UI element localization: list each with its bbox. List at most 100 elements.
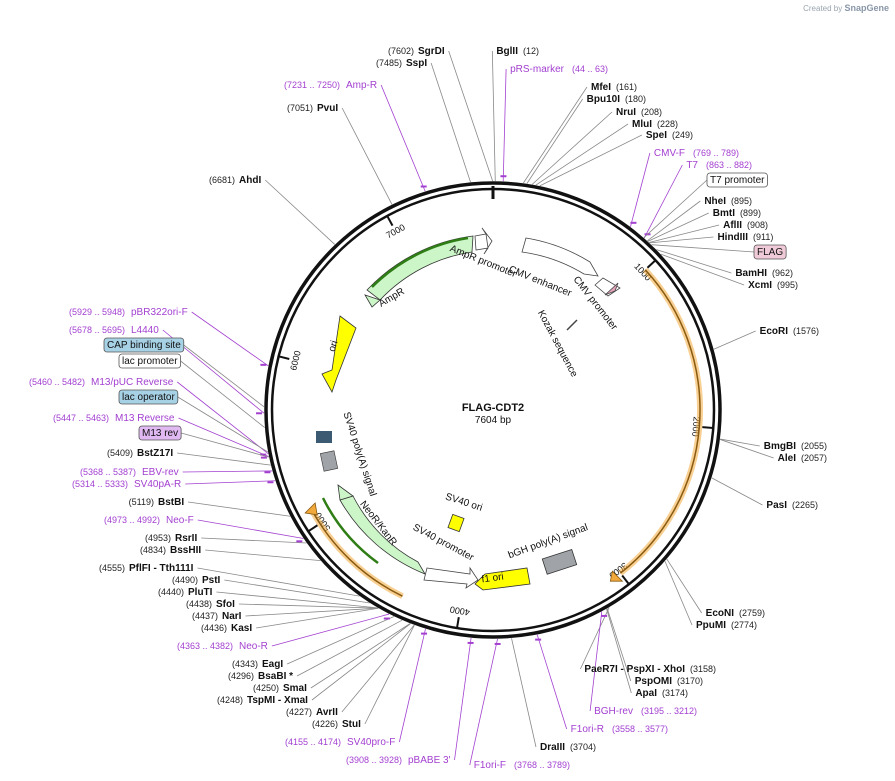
enzyme-bpu10i[interactable]: (180)Bpu10I [587, 94, 646, 105]
enzyme-bstbi[interactable]: (5119)BstBI [129, 497, 185, 508]
enzyme-paer7i-pspxi-xhoi[interactable]: (3158)PaeR7I - PspXI - XhoI [584, 664, 716, 675]
primer-name: SV40pro-F [347, 737, 395, 748]
enzyme-pluti[interactable]: (4440)PluTI [158, 587, 213, 598]
enzyme-position: (4227) [286, 707, 312, 717]
feature-tag-lac-operator[interactable]: lac operator [118, 389, 179, 405]
primer-sv40pro-f[interactable]: (4155 .. 4174)SV40pro-F [285, 737, 395, 748]
enzyme-name: BstZ17I [137, 448, 173, 459]
enzyme-sfoi[interactable]: (4438)SfoI [186, 599, 235, 610]
ampr-promoter-arrow[interactable] [474, 227, 493, 255]
enzyme-xcmi[interactable]: (995)XcmI [748, 280, 798, 291]
enzyme-name: PpuMI [696, 620, 726, 631]
neor-feature[interactable] [321, 484, 426, 575]
enzyme-aflii[interactable]: (908)AflII [723, 220, 768, 231]
primer-sv40pa-r[interactable]: (5314 .. 5333)SV40pA-R [72, 479, 181, 490]
enzyme-kasi[interactable]: (4436)KasI [201, 623, 252, 634]
enzyme-nari[interactable]: (4437)NarI [192, 611, 242, 622]
primer-leader [536, 634, 568, 730]
enzyme-bamhi[interactable]: (962)BamHI [735, 268, 793, 279]
enzyme-name: AflII [723, 220, 742, 231]
enzyme-bsabi[interactable]: (4296)BsaBI * [228, 671, 293, 682]
feature-tag-label: lac promoter [122, 356, 178, 367]
enzyme-pspomi[interactable]: (3170)PspOMI [635, 676, 703, 687]
primer-pbr322ori-f[interactable]: (5929 .. 5948)pBR322ori-F [69, 307, 188, 318]
enzyme-stui[interactable]: (4226)StuI [312, 719, 361, 730]
primer-cmv-f[interactable]: (769 .. 789)CMV-F [654, 148, 739, 159]
enzyme-nhei[interactable]: (895)NheI [704, 196, 752, 207]
feature-tag-flag[interactable]: FLAG [753, 244, 787, 260]
sv40-promoter-arrow[interactable] [423, 566, 479, 589]
primer-m13-reverse[interactable]: (5447 .. 5463)M13 Reverse [53, 413, 175, 424]
ampr-feature[interactable] [364, 235, 474, 308]
enzyme-eagi[interactable]: (4343)EagI [232, 659, 283, 670]
enzyme-draiii[interactable]: (3704)DraIII [540, 742, 596, 753]
enzyme-ecori[interactable]: (1576)EcoRI [760, 326, 819, 337]
enzyme-bstz17i[interactable]: (5409)BstZ17I [107, 448, 173, 459]
enzyme-pasi[interactable]: (2265)PasI [766, 500, 818, 511]
kozak-mark[interactable] [566, 319, 578, 331]
enzyme-bmti[interactable]: (899)BmtI [713, 208, 761, 219]
primer-m13-puc-reverse[interactable]: (5460 .. 5482)M13/pUC Reverse [29, 377, 174, 388]
enzyme-pflfi-tth111i[interactable]: (4555)PflFI - Tth111I [99, 563, 194, 574]
primer-f1ori-r[interactable]: (3558 .. 3577)F1ori-R [571, 724, 668, 735]
enzyme-mlui[interactable]: (228)MluI [632, 119, 678, 130]
enzyme-rsrii[interactable]: (4953)RsrII [145, 533, 197, 544]
enzyme-bsshii[interactable]: (4834)BssHII [140, 545, 201, 556]
primer-bgh-rev[interactable]: (3195 .. 3212)BGH-rev [594, 706, 697, 717]
flag-tag-mark[interactable] [604, 282, 619, 296]
enzyme-position: (4248) [217, 695, 243, 705]
feature-tag-cap-binding-site[interactable]: CAP binding site [103, 337, 185, 353]
enzyme-name: PaeR7I - PspXI - XhoI [584, 664, 685, 675]
f1-ori-arrow[interactable] [474, 567, 531, 591]
enzyme-apai[interactable]: (3174)ApaI [635, 688, 688, 699]
enzyme-name: MluI [632, 119, 652, 130]
orf-arc-cdt2[interactable] [619, 269, 701, 574]
primer-pbabe-3[interactable]: (3908 .. 3928)pBABE 3' [346, 755, 451, 766]
primer-amp-r[interactable]: (7231 .. 7250)Amp-R [284, 80, 377, 91]
enzyme-ppumi[interactable]: (2774)PpuMI [696, 620, 757, 631]
feature-tag-leader [177, 396, 269, 453]
bgh-polya-box[interactable] [541, 548, 578, 575]
enzyme-sgrdi[interactable]: (7602)SgrDI [388, 46, 445, 57]
primer-t7[interactable]: (863 .. 882)T7 [686, 160, 752, 171]
cmv-enhancer-arrow[interactable] [521, 237, 599, 277]
primer-f1ori-f[interactable]: (3768 .. 3789)F1ori-F [474, 760, 570, 771]
snapgene-brand[interactable]: SnapGene [844, 3, 889, 13]
enzyme-hindiii[interactable]: (911)HindIII [717, 232, 773, 243]
primer-prs-marker[interactable]: (44 .. 63)pRS-marker [510, 64, 608, 75]
enzyme-pvui[interactable]: (7051)PvuI [287, 103, 338, 114]
feature-tag-t7-promoter[interactable]: T7 promoter [706, 172, 768, 188]
enzyme-sspi[interactable]: (7485)SspI [376, 58, 427, 69]
enzyme-nrui[interactable]: (208)NruI [616, 107, 662, 118]
enzyme-tspmi-xmai[interactable]: (4248)TspMI - XmaI [217, 695, 308, 706]
enzyme-avrii[interactable]: (4227)AvrII [286, 707, 338, 718]
primer-leader [469, 638, 498, 766]
ori-feature[interactable] [321, 315, 357, 393]
enzyme-psti[interactable]: (4490)PstI [172, 575, 221, 586]
sv40-polya-box[interactable] [319, 450, 339, 472]
tick-mark-2000 [702, 426, 714, 430]
enzyme-ahdi[interactable]: (6681)AhdI [209, 175, 261, 186]
enzyme-mfei[interactable]: (161)MfeI [591, 82, 637, 93]
enzyme-smai[interactable]: (4250)SmaI [253, 683, 307, 694]
feature-tag-lac-promoter[interactable]: lac promoter [118, 353, 181, 369]
primer-range: (5678 .. 5695) [69, 325, 125, 335]
feature-label-sv40-promoter: SV40 promoter [411, 522, 476, 564]
enzyme-leader [511, 638, 537, 748]
enzyme-spei[interactable]: (249)SpeI [646, 130, 693, 141]
primer-ebv-rev[interactable]: (5368 .. 5387)EBV-rev [80, 467, 179, 478]
feature-tag-m13-rev[interactable]: M13 rev [138, 425, 182, 441]
enzyme-name: PasI [766, 500, 787, 511]
enzyme-bmgbi[interactable]: (2055)BmgBI [764, 441, 827, 452]
orf-arc-neor[interactable] [310, 508, 403, 597]
cap-lac-block[interactable] [316, 431, 332, 443]
enzyme-leader [606, 608, 632, 682]
enzyme-alei[interactable]: (2057)AleI [778, 453, 827, 464]
primer-neo-r[interactable]: (4363 .. 4382)Neo-R [177, 641, 268, 652]
primer-l4440[interactable]: (5678 .. 5695)L4440 [69, 325, 159, 336]
primer-range: (4363 .. 4382) [177, 641, 233, 651]
enzyme-econi[interactable]: (2759)EcoNI [706, 608, 765, 619]
primer-neo-f[interactable]: (4973 .. 4992)Neo-F [104, 515, 194, 526]
sv40-ori-box[interactable] [447, 513, 465, 533]
enzyme-bglii[interactable]: (12)BglII [496, 46, 539, 57]
